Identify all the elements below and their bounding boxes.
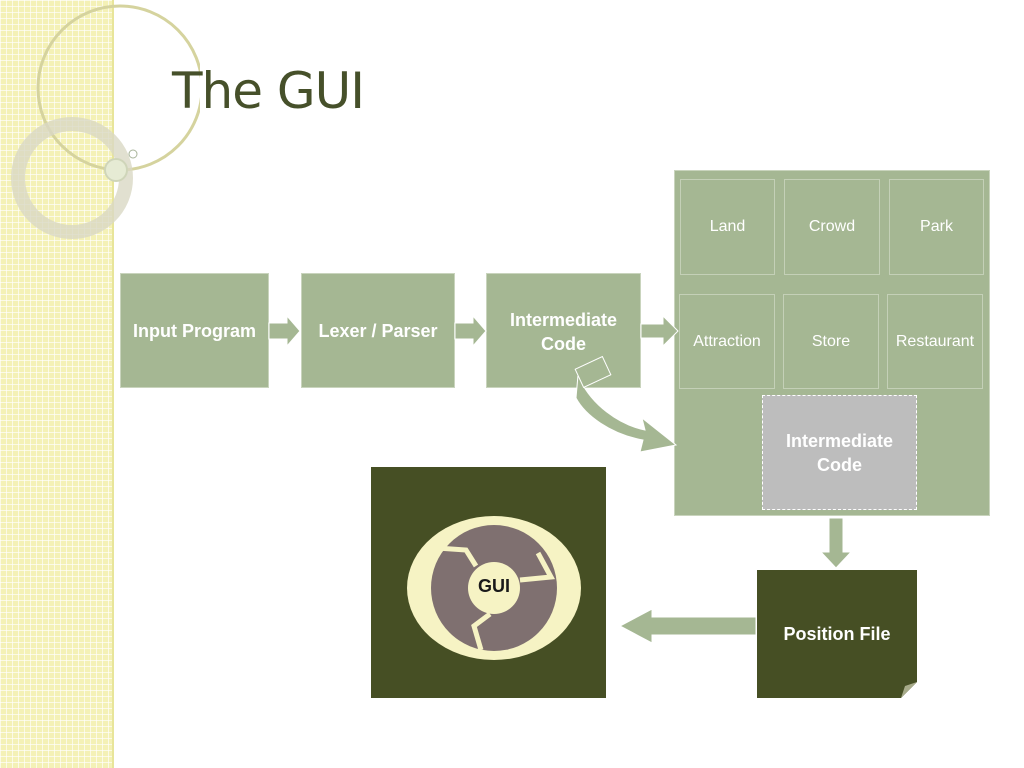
panel-cell-store: Store: [783, 294, 879, 389]
input-program-label: Input Program: [132, 320, 256, 341]
panel-cell-restaurant: Restaurant: [887, 294, 983, 389]
lexer-parser-label: Lexer / Parser: [318, 320, 438, 341]
gui-center-disc: [468, 562, 520, 614]
gui-cycle-dividers: [436, 545, 555, 651]
page-fold-corner: [901, 682, 917, 698]
arrow-lexer-to-intermediate: [454, 314, 487, 348]
panel-cell-label: Store: [811, 332, 851, 350]
input-program-box: Input Program: [120, 273, 269, 388]
arrow-position-file-to-gui: [618, 608, 757, 644]
panel-cell-park: Park: [889, 179, 984, 275]
arrow-input-to-lexer: [268, 314, 301, 348]
decorative-circles: [11, 4, 200, 239]
panel-intermediate-code-box: Intermediate Code: [762, 395, 917, 510]
panel-cell-label: Crowd: [808, 218, 856, 235]
intermediate-code-box: Intermediate Code: [486, 273, 641, 388]
arrow-intermediate-to-panel: [640, 314, 679, 348]
curved-arrow-to-panel-code: [575, 374, 678, 453]
page-title: The GUI: [172, 62, 365, 120]
panel-cell-attraction: Attraction: [679, 294, 775, 389]
panel-cell-label: Land: [709, 218, 746, 235]
panel-cell-label: Restaurant: [895, 332, 975, 350]
arrow-panel-to-position-file: [819, 517, 853, 569]
panel-cell-land: Land: [680, 179, 775, 275]
panel-cell-crowd: Crowd: [784, 179, 880, 275]
intermediate-code-label: Intermediate Code: [509, 310, 618, 354]
gui-label: GUI: [477, 576, 510, 596]
position-file-box: Position File: [757, 570, 917, 698]
position-file-label: Position File: [783, 623, 891, 644]
panel-cell-label: Attraction: [693, 332, 761, 350]
panel-intermediate-code-label: Intermediate Code: [785, 430, 894, 475]
lexer-parser-box: Lexer / Parser: [301, 273, 455, 388]
panel-cell-label: Park: [920, 218, 953, 235]
